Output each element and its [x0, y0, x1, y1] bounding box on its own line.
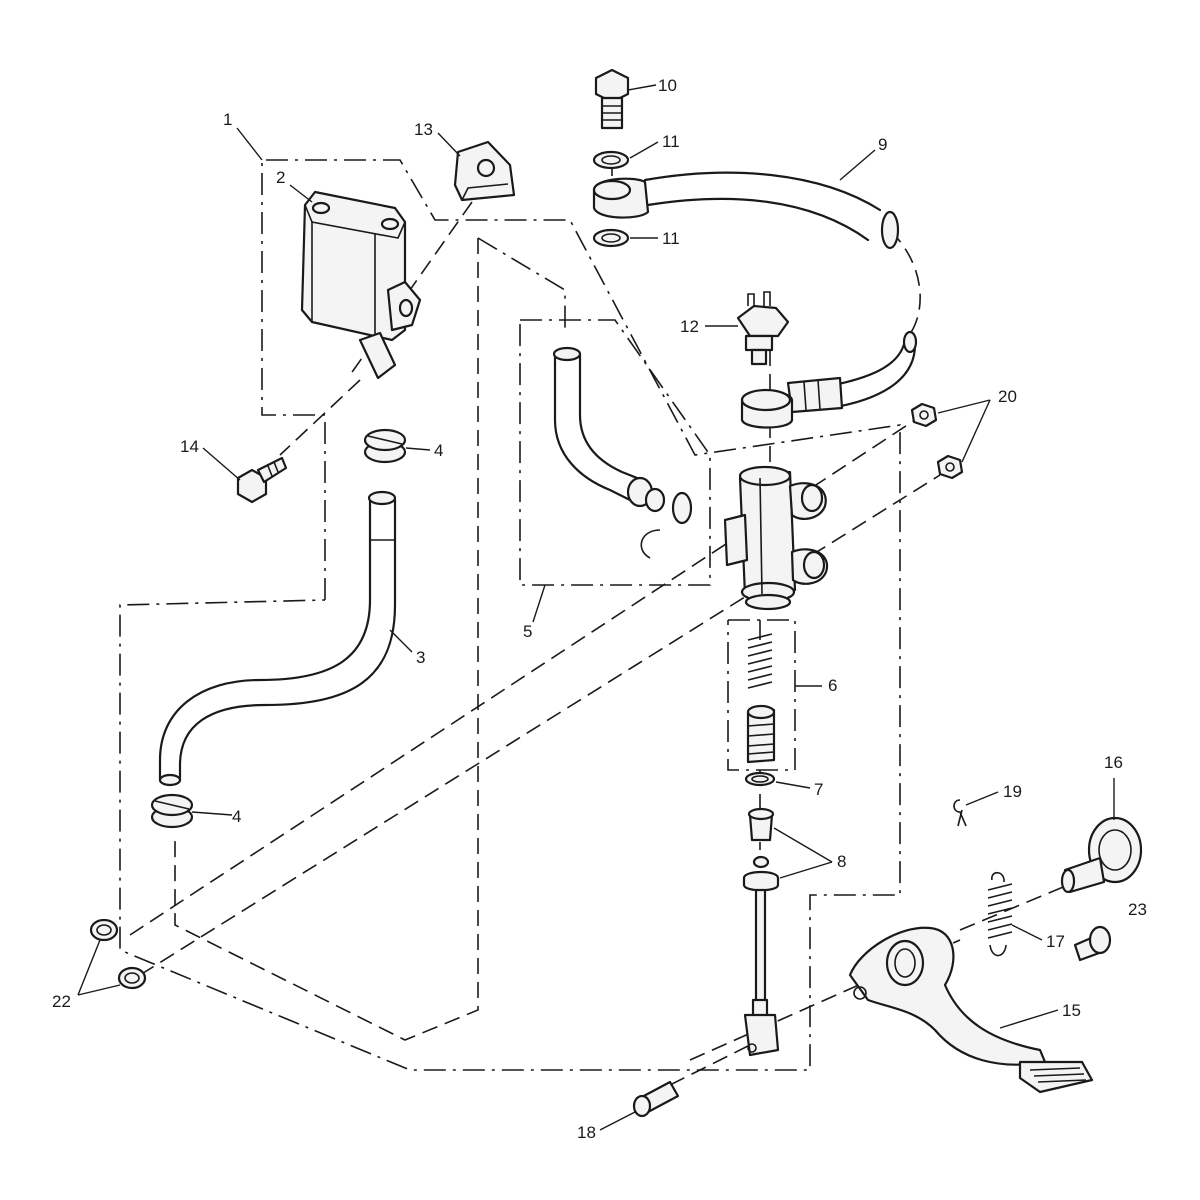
- washer-upper-part-11: [592, 150, 630, 170]
- callout-15: 15: [1062, 1001, 1081, 1020]
- supply-hose-part-3: [158, 490, 397, 787]
- pivot-shaft-part-16: [1060, 816, 1143, 894]
- seat-part-8: [742, 807, 780, 892]
- callout-11-upper: 11: [662, 132, 680, 151]
- callout-2: 2: [276, 168, 285, 187]
- assembly-outline-lines: [119, 159, 901, 1071]
- return-spring-part-17: [987, 871, 1013, 957]
- outer-return-line: [174, 238, 479, 1041]
- nut-lower-part-20: [936, 454, 964, 480]
- callout-4-lower: 4: [232, 807, 241, 826]
- group-5-outline: [519, 319, 711, 586]
- brake-pedal-part-15: [848, 926, 1094, 1094]
- bracket-part-13: [453, 140, 516, 202]
- callout-6: 6: [828, 676, 837, 695]
- callout-18: 18: [577, 1123, 596, 1142]
- clevis-pin-part-18: [632, 1080, 680, 1118]
- callout-8: 8: [837, 852, 846, 871]
- brake-hose-part-9: [592, 171, 918, 429]
- group-6-outline: [727, 619, 796, 771]
- piston-assembly-part-6: [746, 620, 776, 764]
- cotter-pin-part-19: [953, 799, 967, 827]
- bolt-part-14: [236, 456, 288, 504]
- washer-lower-part-22: [117, 966, 147, 990]
- callout-13: 13: [414, 120, 433, 139]
- callout-23: 23: [1128, 900, 1147, 919]
- callout-5: 5: [523, 622, 532, 641]
- callout-12: 12: [680, 317, 699, 336]
- washer-lower-part-11: [592, 228, 630, 248]
- callout-11-lower: 11: [662, 229, 680, 248]
- callout-9: 9: [878, 135, 887, 154]
- callout-17: 17: [1046, 932, 1065, 951]
- leader-lines: [77, 84, 1115, 1131]
- o-ring-part-7: [744, 771, 776, 787]
- group-1-outline: [119, 159, 901, 1071]
- pin-part-23: [1073, 925, 1112, 962]
- callout-3: 3: [416, 648, 425, 667]
- callout-10: 10: [658, 76, 677, 95]
- pressure-switch-part-12: [736, 291, 790, 366]
- hose-clamp-upper-part-4: [363, 428, 407, 464]
- callout-22: 22: [52, 992, 71, 1011]
- washer-upper-part-22: [89, 918, 119, 942]
- callout-1: 1: [223, 110, 232, 129]
- callout-20: 20: [998, 387, 1017, 406]
- banjo-bolt-part-10: [594, 68, 630, 130]
- elbow-fitting-part-5: [552, 346, 693, 559]
- callout-19: 19: [1003, 782, 1022, 801]
- master-cylinder-body: [723, 465, 829, 611]
- callout-labels: 1 2 13 10 11 11 9 12 20 14 4 3 5 6 7 4 1…: [52, 76, 1147, 1142]
- callout-14: 14: [180, 437, 199, 456]
- reservoir-link-line: [477, 237, 566, 330]
- callout-16: 16: [1104, 753, 1123, 772]
- nut-upper-part-20: [910, 402, 938, 428]
- hose-clamp-lower-part-4: [150, 793, 194, 829]
- callout-7: 7: [814, 780, 823, 799]
- reservoir-part-2: [300, 190, 422, 380]
- push-rod: [743, 888, 780, 1057]
- callout-4-upper: 4: [434, 441, 443, 460]
